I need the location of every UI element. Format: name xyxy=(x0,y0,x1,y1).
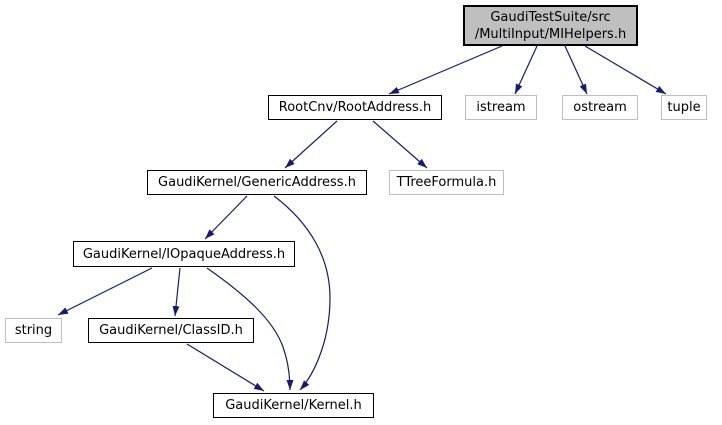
edge-iopaqueaddress-string xyxy=(57,267,153,316)
edge-iopaqueaddress-classid xyxy=(172,267,181,317)
edge-iopaqueaddress-kernel xyxy=(206,267,294,391)
node-rootaddress[interactable]: RootCnv/RootAddress.h xyxy=(268,95,442,120)
edge-mihelpers-tuple xyxy=(584,45,667,95)
edge-mihelpers-istream xyxy=(514,45,538,95)
node-string-label: string xyxy=(14,323,53,338)
node-ttreeformula[interactable]: TTreeFormula.h xyxy=(389,170,504,195)
node-mihelpers[interactable]: GaudiTestSuite/src /MultiInput/MIHelpers… xyxy=(463,5,638,46)
edge-classid-kernel xyxy=(186,343,265,392)
edge-mihelpers-rootaddress xyxy=(388,45,503,95)
node-genericaddress[interactable]: GaudiKernel/GenericAddress.h xyxy=(147,170,367,195)
node-classid-label: GaudiKernel/ClassID.h xyxy=(99,323,243,338)
node-iopaqueaddress[interactable]: GaudiKernel/IOpaqueAddress.h xyxy=(73,241,295,267)
node-mihelpers-label-line2: /MultiInput/MIHelpers.h xyxy=(474,26,627,42)
edge-genericaddress-iopaqueaddress xyxy=(204,195,248,240)
node-mihelpers-label-line1: GaudiTestSuite/src xyxy=(490,9,611,25)
node-ostream[interactable]: ostream xyxy=(562,95,638,120)
edge-rootaddress-genericaddress xyxy=(284,120,338,169)
node-ttreeformula-label: TTreeFormula.h xyxy=(396,175,497,190)
edge-mihelpers-ostream xyxy=(564,45,588,95)
node-istream-label: istream xyxy=(476,100,526,115)
node-rootaddress-label: RootCnv/RootAddress.h xyxy=(278,100,432,115)
node-iopaqueaddress-label: GaudiKernel/IOpaqueAddress.h xyxy=(82,246,286,262)
node-kernel-label: GaudiKernel/Kernel.h xyxy=(225,398,362,413)
node-string[interactable]: string xyxy=(5,318,62,343)
edge-rootaddress-ttreeformula xyxy=(372,120,428,169)
edge-genericaddress-kernel xyxy=(273,195,331,391)
node-tuple-label: tuple xyxy=(667,100,701,115)
node-tuple[interactable]: tuple xyxy=(661,95,707,120)
node-kernel[interactable]: GaudiKernel/Kernel.h xyxy=(213,393,374,418)
node-ostream-label: ostream xyxy=(573,100,627,115)
node-istream[interactable]: istream xyxy=(465,95,537,120)
node-genericaddress-label: GaudiKernel/GenericAddress.h xyxy=(158,175,356,190)
node-classid[interactable]: GaudiKernel/ClassID.h xyxy=(88,318,254,343)
